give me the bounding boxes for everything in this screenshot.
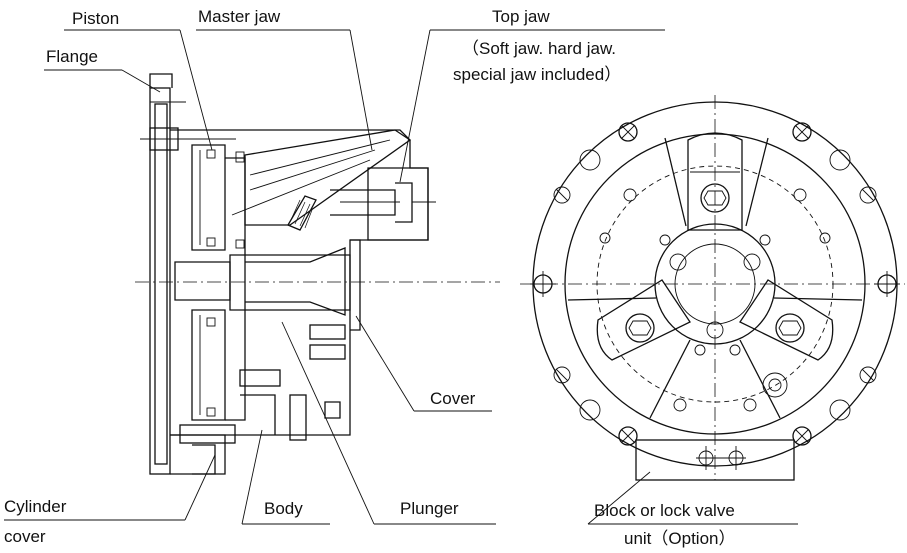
top-jaw-bolt [330, 189, 396, 216]
label-cylinder-line2: cover [4, 527, 46, 546]
label-plunger: Plunger [400, 499, 459, 518]
body-outline [170, 129, 429, 436]
body-plug [324, 401, 341, 419]
outer-holes [530, 122, 900, 446]
body-holes [599, 188, 831, 412]
spring [287, 195, 317, 231]
plunger-body [229, 254, 351, 311]
cover-plate [350, 239, 361, 331]
label-top-jaw: Top jaw [492, 7, 550, 26]
jaw-top [687, 132, 743, 231]
divider-2 [745, 137, 769, 227]
label-block-line2: unit（Option） [624, 529, 736, 548]
label-flange: Flange [46, 47, 98, 66]
label-cylinder-line1: Cylinder [4, 497, 67, 516]
lower-bolt-2 [309, 344, 346, 360]
label-cover: Cover [430, 389, 476, 408]
label-block-line1: Block or lock valve [594, 501, 735, 520]
jaw-left [596, 279, 691, 361]
divider-3 [567, 297, 657, 301]
jaw-right [739, 279, 834, 361]
side-section-view [135, 73, 500, 475]
flange-tab [149, 73, 173, 88]
cylinder-wall [225, 157, 246, 421]
body-bolt [289, 394, 307, 441]
cylinder-cover-inner [192, 444, 216, 475]
master-jaw [244, 129, 412, 226]
label-top-jaw-note-1: （Soft jaw. hard jaw. [462, 39, 617, 58]
lower-bolt-1 [309, 324, 346, 340]
piston-lower [191, 309, 226, 421]
cylinder-cover-bolt [179, 424, 236, 444]
label-master-jaw: Master jaw [198, 7, 281, 26]
top-jaw-block [367, 167, 429, 241]
plunger-cone [245, 247, 346, 316]
front-view [520, 95, 905, 481]
cylinder-bolt [239, 369, 281, 387]
piston-upper [191, 144, 226, 251]
divider-6 [739, 339, 781, 419]
divider-4 [773, 297, 863, 301]
body-step [240, 394, 276, 435]
cylinder-cover [170, 434, 226, 475]
lock-valve-block [635, 439, 795, 481]
label-top-jaw-note-2: special jaw included） [453, 65, 622, 84]
divider-5 [649, 339, 691, 419]
plunger-nose [174, 261, 231, 301]
leader-lines [4, 29, 798, 525]
label-body: Body [264, 499, 303, 518]
top-jaw-bolt-head [395, 182, 413, 223]
label-piston: Piston [72, 9, 120, 28]
divider-1 [664, 137, 687, 227]
flange-inner [154, 103, 168, 465]
